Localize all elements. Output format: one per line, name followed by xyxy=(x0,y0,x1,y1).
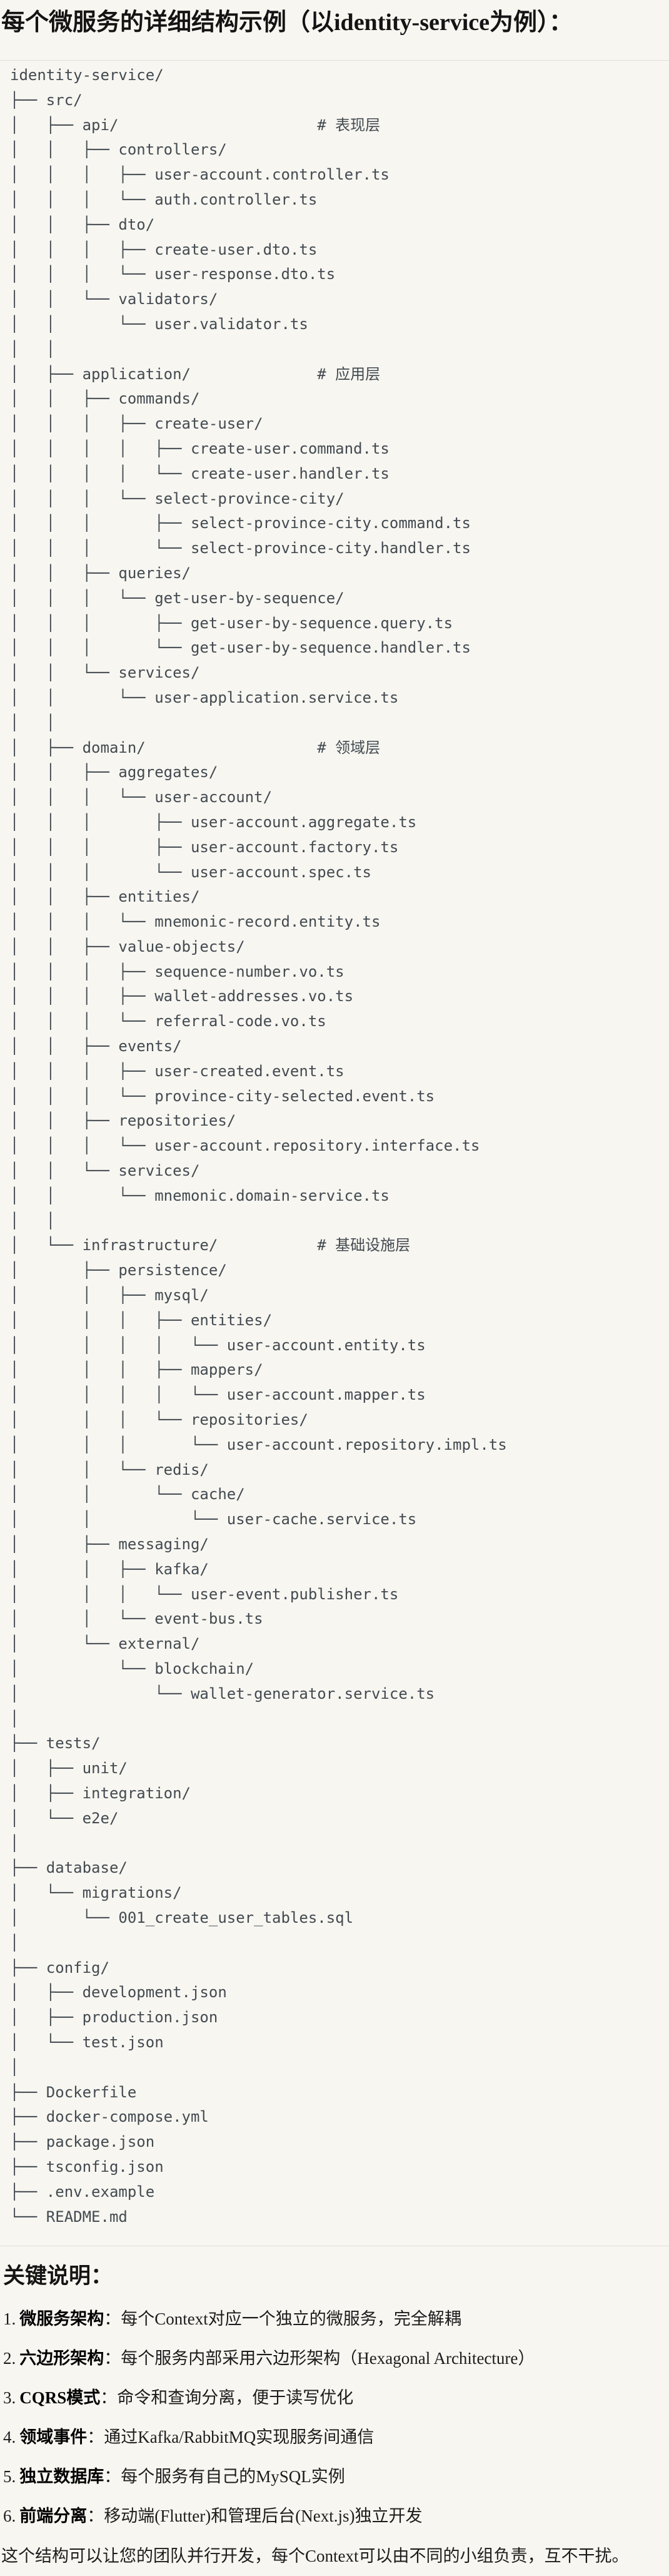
key-note-text: 每个服务有自己的MySQL实例 xyxy=(121,2467,345,2487)
key-note-item: 3.CQRS模式：命令和查询分离，便于读写优化 xyxy=(3,2387,669,2408)
key-note-colon: ： xyxy=(104,2309,121,2329)
key-notes-heading: 关键说明： xyxy=(3,2264,113,2289)
key-note-label: 六边形架构 xyxy=(19,2349,104,2368)
key-note-number: 1. xyxy=(3,2309,16,2329)
key-note-number: 4. xyxy=(3,2428,16,2447)
key-note-item: 2.六边形架构：每个服务内部采用六边形架构（Hexagonal Architec… xyxy=(3,2348,669,2369)
key-notes-list: 1.微服务架构：每个Context对应一个独立的微服务，完全解耦 2.六边形架构… xyxy=(3,2308,669,2527)
key-note-number: 6. xyxy=(3,2507,16,2526)
closing-paragraph: 这个结构可以让您的团队并行开发，每个Context可以由不同的小组负责，互不干扰… xyxy=(1,2547,629,2566)
key-note-item: 6.前端分离：移动端(Flutter)和管理后台(Next.js)独立开发 xyxy=(3,2505,669,2527)
file-tree-code: identity-service/ ├── src/ │ ├── api/ # … xyxy=(0,61,669,2247)
page-title: 每个微服务的详细结构示例（以identity-service为例）： xyxy=(1,9,573,36)
key-note-item: 1.微服务架构：每个Context对应一个独立的微服务，完全解耦 xyxy=(3,2308,669,2329)
key-note-label: 微服务架构 xyxy=(19,2309,104,2329)
key-note-label: 独立数据库 xyxy=(19,2467,104,2487)
key-note-text: 每个Context对应一个独立的微服务，完全解耦 xyxy=(121,2309,461,2329)
key-note-text: 命令和查询分离，便于读写优化 xyxy=(117,2388,354,2408)
key-note-item: 5.独立数据库：每个服务有自己的MySQL实例 xyxy=(3,2466,669,2487)
key-note-colon: ： xyxy=(87,2507,104,2526)
key-note-colon: ： xyxy=(100,2388,118,2408)
key-note-text: 每个服务内部采用六边形架构（Hexagonal Architecture） xyxy=(121,2349,535,2368)
key-note-text: 通过Kafka/RabbitMQ实现服务间通信 xyxy=(104,2428,375,2447)
key-note-number: 5. xyxy=(3,2467,16,2487)
key-note-colon: ： xyxy=(87,2428,104,2447)
doc-header: 每个微服务的详细结构示例（以identity-service为例）： xyxy=(0,0,669,61)
key-note-colon: ： xyxy=(104,2467,121,2487)
key-note-number: 3. xyxy=(3,2388,16,2408)
key-note-label: CQRS模式 xyxy=(19,2388,101,2408)
key-note-label: 前端分离 xyxy=(19,2507,88,2526)
key-notes-section: 关键说明： 1.微服务架构：每个Context对应一个独立的微服务，完全解耦 2… xyxy=(0,2263,669,2567)
key-note-label: 领域事件 xyxy=(19,2428,88,2447)
key-note-colon: ： xyxy=(104,2349,121,2368)
key-note-number: 2. xyxy=(3,2349,16,2368)
key-note-item: 4.领域事件：通过Kafka/RabbitMQ实现服务间通信 xyxy=(3,2426,669,2448)
key-note-text: 移动端(Flutter)和管理后台(Next.js)独立开发 xyxy=(104,2507,423,2526)
